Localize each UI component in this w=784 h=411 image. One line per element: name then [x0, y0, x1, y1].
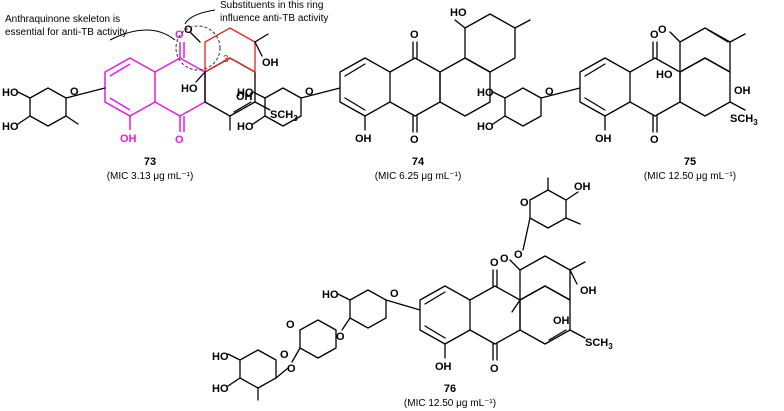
mic-value-73: (MIC 3.13 μg mL⁻¹)	[107, 171, 194, 182]
sugar-ring-o-76b: O	[286, 319, 295, 331]
structure-76: O O OH O OH OH SCH3 OH O O HO O O O O HO…	[212, 177, 613, 401]
hydroxyl-76b: OH	[580, 285, 597, 297]
sugar-ring-o-74: O	[305, 86, 314, 98]
position-3-highlight-circle	[175, 25, 221, 71]
ring-note-line1: Substituents in this ring	[220, 0, 323, 11]
skeleton-note-line2: essential for anti-TB activity	[5, 27, 127, 38]
position-3-label: 3	[223, 54, 229, 65]
compound-number-76: 76	[444, 383, 456, 395]
compound-number-75: 75	[684, 156, 696, 168]
hydroxyl-76c: OH	[553, 315, 570, 327]
sugar-hydroxyl-74b: HO	[237, 121, 254, 133]
carbonyl-o-bottom-74: O	[410, 134, 419, 146]
thiomethyl-76: SCH3	[585, 337, 613, 351]
hydroxyl-73b: OH	[262, 57, 279, 69]
mic-value-74: (MIC 6.25 μg mL⁻¹)	[375, 171, 462, 182]
carbonyl-o-bottom-75: O	[650, 134, 659, 146]
hydroxyl-73c: HO	[181, 83, 198, 95]
sugar-hydroxyl-73b: HO	[2, 121, 19, 133]
carbonyl-o-top-74: O	[410, 29, 419, 41]
thiomethyl-75: SCH3	[730, 113, 758, 127]
anthraquinone-core-highlight	[104, 42, 206, 132]
carbonyl-o-bottom-76: O	[490, 363, 499, 375]
skeleton-note-line1: Anthraquinone skeleton is	[5, 14, 120, 25]
ketone-o-76: O	[500, 253, 509, 265]
glycosidic-o-top-76: O	[514, 249, 523, 261]
compound-number-73: 73	[144, 156, 156, 168]
sugar-hydroxyl-76c: HO	[212, 383, 229, 395]
ring-arrow	[184, 9, 216, 25]
glycosidic-o-76a: O	[336, 331, 345, 343]
ketone-o-73: O	[184, 24, 193, 36]
ring-note-line2: influence anti-TB activity	[220, 13, 328, 24]
glycosidic-o-76b: O	[287, 363, 296, 375]
hydroxyl-75b: HO	[656, 69, 673, 81]
hydroxyl-76: OH	[435, 361, 452, 373]
carbonyl-o-top-75: O	[650, 29, 659, 41]
sugar-hydroxyl-75a: HO	[477, 87, 494, 99]
sugar-hydroxyl-73a: HO	[2, 87, 19, 99]
hydroxyl-75c: OH	[734, 85, 751, 97]
structure-75: O O OH O HO OH SCH3 HO HO O	[477, 24, 758, 146]
sugar-hydroxyl-76a: HO	[322, 289, 339, 301]
compound-number-74: 74	[412, 156, 425, 168]
structure-74: O O OH HO HO HO O	[237, 7, 531, 146]
top-sugar-hydroxyl-76: OH	[574, 181, 591, 193]
ketone-o-75: O	[658, 24, 667, 36]
carbonyl-o-top-76: O	[490, 257, 499, 269]
hydroxyl-73: OH	[120, 133, 137, 145]
sugar-ring-o-75: O	[545, 86, 554, 98]
skeleton-arrow	[109, 29, 176, 41]
sugar-ring-o-76c: O	[280, 349, 289, 361]
top-sugar-o-76: O	[520, 197, 529, 209]
hydroxyl-74b: HO	[450, 7, 467, 19]
mic-value-75: (MIC 12.50 μg mL⁻¹)	[644, 171, 736, 182]
sugar-hydroxyl-74a: HO	[237, 87, 254, 99]
carbonyl-o-bottom-73: O	[175, 134, 184, 146]
sugar-hydroxyl-76b: HO	[212, 351, 229, 363]
mic-value-76: (MIC 12.50 μg mL⁻¹)	[404, 398, 496, 409]
hydroxyl-74: OH	[355, 133, 372, 145]
sugar-hydroxyl-75b: HO	[477, 121, 494, 133]
carbonyl-o-top-73: O	[175, 29, 184, 41]
sugar-ring-o-76a: O	[390, 288, 399, 300]
hydroxyl-75: OH	[595, 133, 612, 145]
hydroxyl-73d: OH	[236, 91, 253, 103]
sugar-ring-o-73: O	[70, 86, 79, 98]
structure-73: O O OH OH HO OH O SCH3 3 HO HO O Anthraq…	[2, 0, 328, 146]
